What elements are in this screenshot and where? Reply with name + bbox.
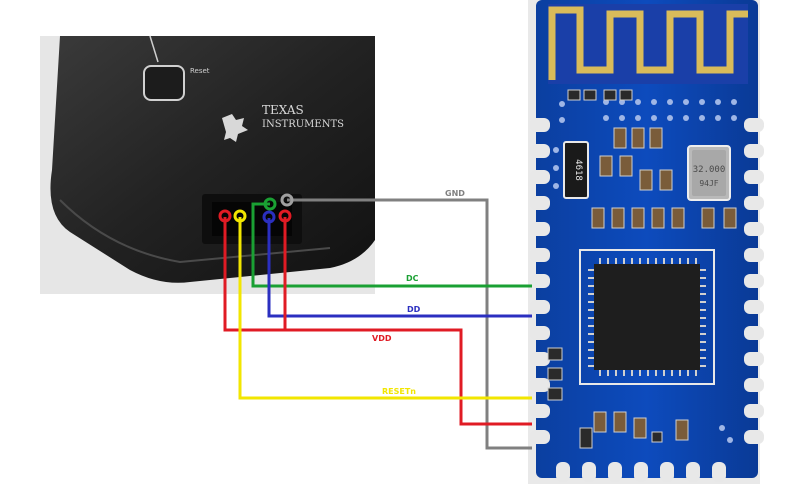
pin-gnd bbox=[280, 193, 294, 207]
brand-line-2: INSTRUMENTS bbox=[262, 119, 344, 130]
cc-debugger: Reset TEXAS INSTRUMENTS bbox=[40, 35, 375, 294]
wire-label-vdd: VDD bbox=[372, 334, 392, 343]
smd-components bbox=[547, 89, 737, 449]
crystal-label: 32.000 bbox=[693, 165, 726, 175]
wire-dc bbox=[251, 202, 532, 288]
crystal-oscillator: 32.000 94JF bbox=[687, 145, 731, 201]
reset-button bbox=[143, 65, 185, 101]
castellated-pads-bottom bbox=[556, 462, 726, 482]
wire-dd bbox=[267, 218, 532, 318]
wire-label-dc: DC bbox=[406, 274, 419, 283]
resistor-marked: 4618 bbox=[563, 141, 589, 199]
ti-logo-icon bbox=[222, 114, 248, 142]
wire-vdd bbox=[223, 217, 532, 426]
body-edge-highlight bbox=[59, 199, 331, 264]
pin-dc bbox=[263, 197, 277, 211]
castellated-pads-left bbox=[530, 118, 550, 444]
pin-reset bbox=[233, 209, 247, 223]
wire-label-dd: DD bbox=[407, 305, 421, 314]
via-dots bbox=[553, 99, 737, 443]
soc-chip bbox=[579, 249, 715, 385]
reset-label: Reset bbox=[190, 67, 210, 75]
wire-label-reset: RESETn bbox=[382, 387, 416, 396]
brand-line-1: TEXAS bbox=[262, 103, 304, 117]
wire-reset bbox=[238, 217, 532, 400]
wire-labels: GND DC DD VDD RESETn bbox=[372, 189, 465, 396]
ble-module: 4618 32.000 94JF bbox=[528, 0, 764, 484]
pin-vdd-right bbox=[278, 209, 292, 223]
reset-lead-line bbox=[149, 35, 159, 63]
wires bbox=[223, 198, 532, 450]
antenna-trace bbox=[548, 4, 748, 84]
connector-pins bbox=[218, 193, 294, 224]
pin-dd bbox=[262, 210, 276, 224]
wire-gnd bbox=[287, 198, 532, 450]
crystal-code: 94JF bbox=[699, 179, 718, 188]
castellated-pads-right bbox=[744, 118, 764, 444]
resistor-label: 4618 bbox=[573, 159, 583, 181]
debugger-body bbox=[50, 36, 375, 283]
ti-logo: TEXAS INSTRUMENTS bbox=[222, 103, 344, 142]
wire-label-gnd: GND bbox=[445, 189, 465, 198]
pin-vdd-left bbox=[218, 209, 232, 223]
